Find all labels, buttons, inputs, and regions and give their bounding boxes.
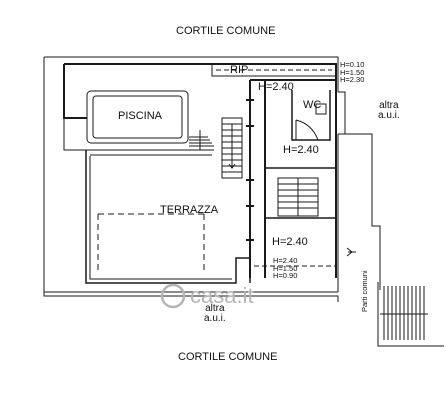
pool-stairs — [189, 130, 214, 150]
lower-boundary — [43, 292, 339, 302]
openings — [246, 99, 254, 241]
inner-stair — [277, 177, 319, 217]
label-corridor-height: H=2.40 — [258, 81, 294, 93]
label-room-height: H=2.40 — [283, 144, 319, 156]
label-lower-height: H=2.40 — [272, 236, 308, 248]
wc-fixture — [315, 103, 327, 115]
label-courtyard-top: CORTILE COMUNE — [176, 25, 276, 37]
site-boundary — [44, 56, 339, 92]
rip-room — [211, 63, 337, 77]
pool-inner — [92, 95, 183, 139]
wc-door — [295, 119, 319, 141]
svg-text:casa.it: casa.it — [190, 283, 254, 308]
label-piscina: PISCINA — [118, 110, 163, 122]
pool-deck — [63, 118, 86, 151]
common-stairs — [380, 286, 428, 340]
pool-outer — [86, 90, 189, 144]
terrace-dashed — [97, 213, 205, 270]
neighbor-right — [345, 133, 381, 290]
label-rip: RIP — [230, 64, 249, 76]
main-stair — [221, 117, 243, 179]
label-terrazza: TERRAZZA — [160, 204, 219, 216]
wc-wall — [291, 90, 331, 141]
watermark: casa.it — [160, 283, 254, 309]
common-stair-left — [377, 282, 444, 347]
terrace-wall — [85, 150, 251, 284]
label-wc: WC — [303, 99, 322, 111]
exterior-wall — [64, 63, 337, 80]
terrace-wall-inner — [89, 156, 232, 280]
label-parti-comuni: Parti comuni — [360, 270, 369, 312]
exterior-wall-left — [63, 64, 87, 119]
neighbor-wall — [338, 91, 346, 135]
label-courtyard-bottom: CORTILE COMUNE — [178, 351, 278, 363]
triangle-marker — [346, 247, 353, 257]
